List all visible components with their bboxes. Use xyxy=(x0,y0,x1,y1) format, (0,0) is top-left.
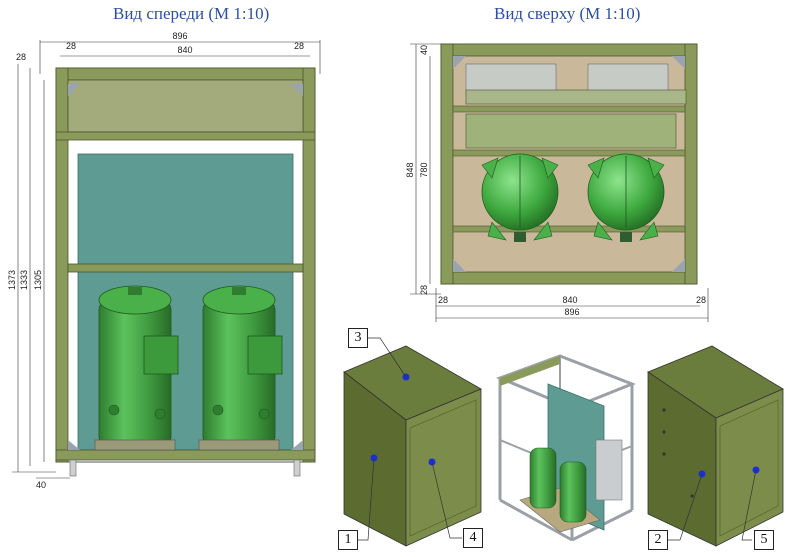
iso1-front-face xyxy=(405,388,482,547)
dim-top-offset: 40 xyxy=(419,45,429,55)
dim-front-inner-width: 840 xyxy=(177,45,192,55)
dim-top-bottom-offset: 28 xyxy=(419,285,429,295)
receiver-2 xyxy=(587,63,669,95)
compressor-top-1 xyxy=(481,153,559,242)
front-foot-left xyxy=(69,459,77,477)
callout-4: 4 xyxy=(463,528,483,548)
compressor-top-2 xyxy=(587,153,665,242)
dim-top-right-post: 28 xyxy=(696,295,706,305)
iso-open-frame xyxy=(495,354,637,542)
compressor-front-1 xyxy=(94,285,179,451)
callout-2: 2 xyxy=(648,530,668,550)
dim-top-depth-inner: 780 xyxy=(419,162,429,177)
dim-top-left-post: 28 xyxy=(438,295,448,305)
callout-5: 5 xyxy=(754,530,774,550)
front-left-post xyxy=(55,67,69,463)
top-rail-back xyxy=(440,43,698,57)
top-upper-shelf xyxy=(465,89,687,105)
front-dimension-lines xyxy=(12,40,321,479)
gusset-tl xyxy=(68,84,80,96)
front-view-title: Вид спереди (М 1:10) xyxy=(113,4,270,23)
dim-front-height-mid: 1333 xyxy=(19,270,29,290)
dim-front-height-inner: 1305 xyxy=(33,270,43,290)
dim-top-overall-width: 896 xyxy=(564,307,579,317)
dim-front-height-outer: 1373 xyxy=(7,270,17,290)
receiver-1 xyxy=(465,63,557,95)
callout-3: 3 xyxy=(348,328,368,348)
front-view: 896 840 28 28 28 1373 1333 1305 40 xyxy=(7,31,321,490)
gusset-bl xyxy=(68,440,80,450)
top-rail-left xyxy=(440,43,454,285)
front-middle-rail xyxy=(67,263,304,273)
dim-front-foot: 40 xyxy=(36,480,46,490)
dim-front-left-post: 28 xyxy=(66,41,76,51)
gusset-br xyxy=(291,440,303,450)
compressor-front-2 xyxy=(198,285,283,451)
top-rail-front xyxy=(440,271,698,285)
iso-box-closed-right xyxy=(647,345,784,547)
front-foot-right xyxy=(293,459,301,477)
dim-top-inner-width: 840 xyxy=(562,295,577,305)
iso-box-closed-left xyxy=(343,337,482,547)
top-rail-right xyxy=(684,43,698,285)
front-right-post xyxy=(302,67,316,463)
front-upper-rail xyxy=(55,131,316,141)
dim-front-overall-width: 896 xyxy=(172,31,187,41)
top-dimension-lines xyxy=(410,43,709,322)
dim-front-right-post: 28 xyxy=(294,41,304,51)
top-view-title: Вид сверху (М 1:10) xyxy=(494,4,641,23)
front-bottom-rail xyxy=(55,449,316,461)
callout-1: 1 xyxy=(338,530,358,550)
dim-top-depth-outer: 848 xyxy=(405,162,415,177)
iso2-receiver xyxy=(595,439,623,501)
iso2-compressor-2 xyxy=(559,461,587,523)
top-view: 848 780 40 28 840 896 28 28 xyxy=(405,43,709,322)
front-top-panel xyxy=(67,79,304,133)
front-top-beam xyxy=(55,67,316,81)
iso2-compressor-1 xyxy=(529,447,557,509)
iso3-front-face xyxy=(715,388,784,547)
top-panel xyxy=(465,113,677,149)
gusset-tr xyxy=(291,84,303,96)
dim-front-corner: 28 xyxy=(16,52,26,62)
